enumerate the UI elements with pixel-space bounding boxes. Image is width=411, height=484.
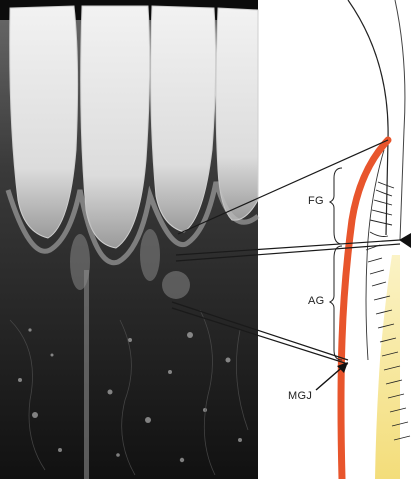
arrow-cej-head bbox=[399, 233, 411, 248]
connective-tissue-line bbox=[366, 150, 384, 360]
intraoral-photo bbox=[0, 0, 258, 479]
tooth-1 bbox=[10, 6, 78, 238]
schematic bbox=[330, 0, 410, 479]
label-ag: AG bbox=[308, 295, 325, 307]
label-mgj: MGJ bbox=[288, 390, 312, 402]
tooth-surface bbox=[395, 0, 405, 240]
frenum bbox=[84, 270, 89, 479]
brace-fg bbox=[330, 168, 342, 244]
tooth-4 bbox=[216, 8, 258, 220]
label-fg: FG bbox=[308, 195, 324, 207]
papilla-highlight-3 bbox=[162, 271, 190, 299]
papilla-highlight-2 bbox=[140, 229, 160, 281]
